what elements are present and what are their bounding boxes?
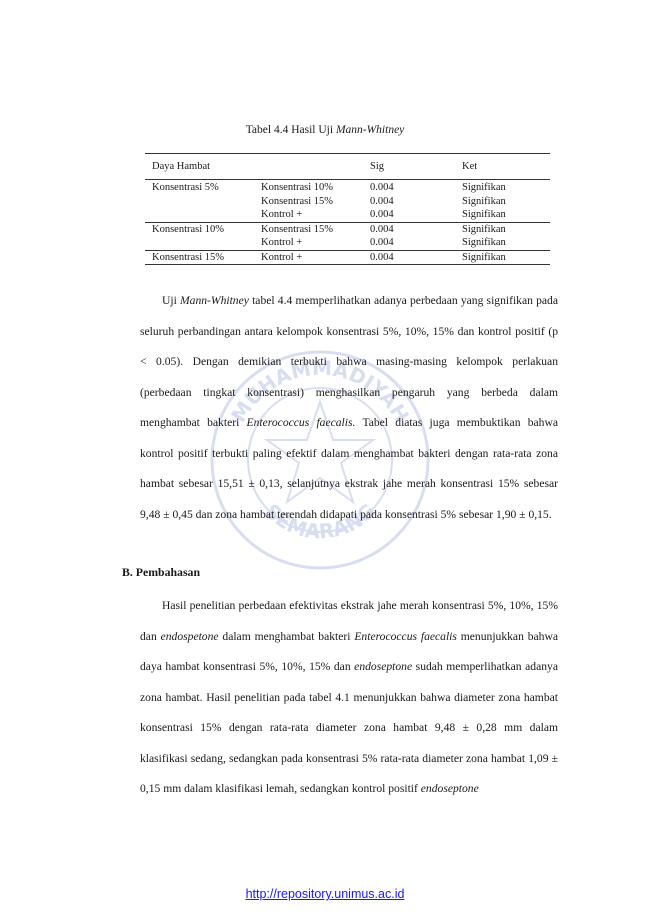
text-run: Hasil penelitian perbedaan efektivitas e… xyxy=(140,599,558,643)
italic-term: endoseptone xyxy=(420,782,479,795)
table-cell: 0.004 xyxy=(363,249,455,265)
header-cell: Ket xyxy=(455,153,550,180)
table-row: Konsentrasi 15% Kontrol + 0.004 Signifik… xyxy=(145,249,550,265)
table-cell: 0.004 xyxy=(363,221,455,236)
italic-term: Enterococcus faecalis. xyxy=(246,416,356,429)
table-cell: 0.004 xyxy=(370,237,394,248)
header-cell: Sig xyxy=(363,153,455,180)
italic-term: endoseptone xyxy=(354,660,413,673)
table-cell: Signifikan xyxy=(455,249,550,265)
table-cell: Konsentrasi 15% xyxy=(261,195,334,207)
text-run: menunjukkan bahwa daya hambat konsentras… xyxy=(140,629,558,674)
table-cell: 0.004 xyxy=(370,209,394,220)
table-cell: Konsentrasi 10% xyxy=(261,182,334,193)
table-cell: Kontrol + xyxy=(261,237,303,248)
table-cell xyxy=(145,195,254,209)
table-cell: Konsentrasi 5% xyxy=(152,182,219,193)
repository-link[interactable]: http://repository.unimus.ac.id xyxy=(245,887,405,901)
page-footer: http://repository.unimus.ac.id xyxy=(0,887,650,901)
text-run: sudah memperlihatkan adanya zona hambat.… xyxy=(140,660,558,795)
table-cell xyxy=(145,208,254,222)
table-cell: Kontrol + xyxy=(261,209,303,220)
mann-whitney-table: Daya Hambat Sig Ket Konsentrasi 5% Konse… xyxy=(145,153,550,265)
table-cell: Signifikan xyxy=(455,221,550,236)
table-cell: Konsentrasi 10% xyxy=(145,221,254,236)
table-cell: Signifikan xyxy=(462,182,506,193)
table-cell: Konsentrasi 15% xyxy=(145,249,254,265)
table-row: Kontrol + 0.004 Signifikan xyxy=(145,208,550,222)
table-cell xyxy=(145,236,254,250)
section-heading: B. Pembahasan xyxy=(122,565,201,579)
text-run: dalam menghambat bakteri xyxy=(218,629,355,643)
table-cell: 0.004 xyxy=(370,195,394,207)
italic-term: endospetone xyxy=(160,629,219,643)
italic-term: Mann-Whitney xyxy=(180,294,249,307)
caption-prefix: Tabel 4.4 Hasil Uji xyxy=(245,124,336,136)
italic-term: Enterococcus faecalis xyxy=(354,629,457,643)
table-row: Konsentrasi 5% Konsentrasi 10% 0.004 Sig… xyxy=(145,180,550,195)
header-cell: Daya Hambat xyxy=(145,153,254,180)
table-header-row: Daya Hambat Sig Ket xyxy=(145,153,550,180)
table-caption: Tabel 4.4 Hasil Uji Mann-Whitney xyxy=(0,124,650,136)
text-run: Tabel diatas juga membuktikan bahwa kont… xyxy=(140,416,558,521)
table-cell: Signifikan xyxy=(462,209,506,220)
table-row: Konsentrasi 15% 0.004 Signifikan xyxy=(145,195,550,209)
table-cell: Signifikan xyxy=(462,237,506,248)
header-cell xyxy=(254,153,363,180)
table-row: Konsentrasi 10% Konsentrasi 15% 0.004 Si… xyxy=(145,221,550,236)
caption-italic: Mann-Whitney xyxy=(335,124,405,136)
results-paragraph: Uji Mann-Whitney tabel 4.4 memperlihatka… xyxy=(140,286,558,530)
text-run: Uji xyxy=(162,294,180,307)
table-cell: Signifikan xyxy=(462,195,506,207)
table-cell: 0.004 xyxy=(370,182,394,193)
discussion-paragraph: Hasil penelitian perbedaan efektivitas e… xyxy=(140,591,558,805)
table-row: Kontrol + 0.004 Signifikan xyxy=(145,236,550,250)
table-cell: Kontrol + xyxy=(254,249,363,265)
text-run: tabel 4.4 memperlihatkan adanya perbedaa… xyxy=(140,294,558,429)
table-cell: Konsentrasi 15% xyxy=(254,221,363,236)
